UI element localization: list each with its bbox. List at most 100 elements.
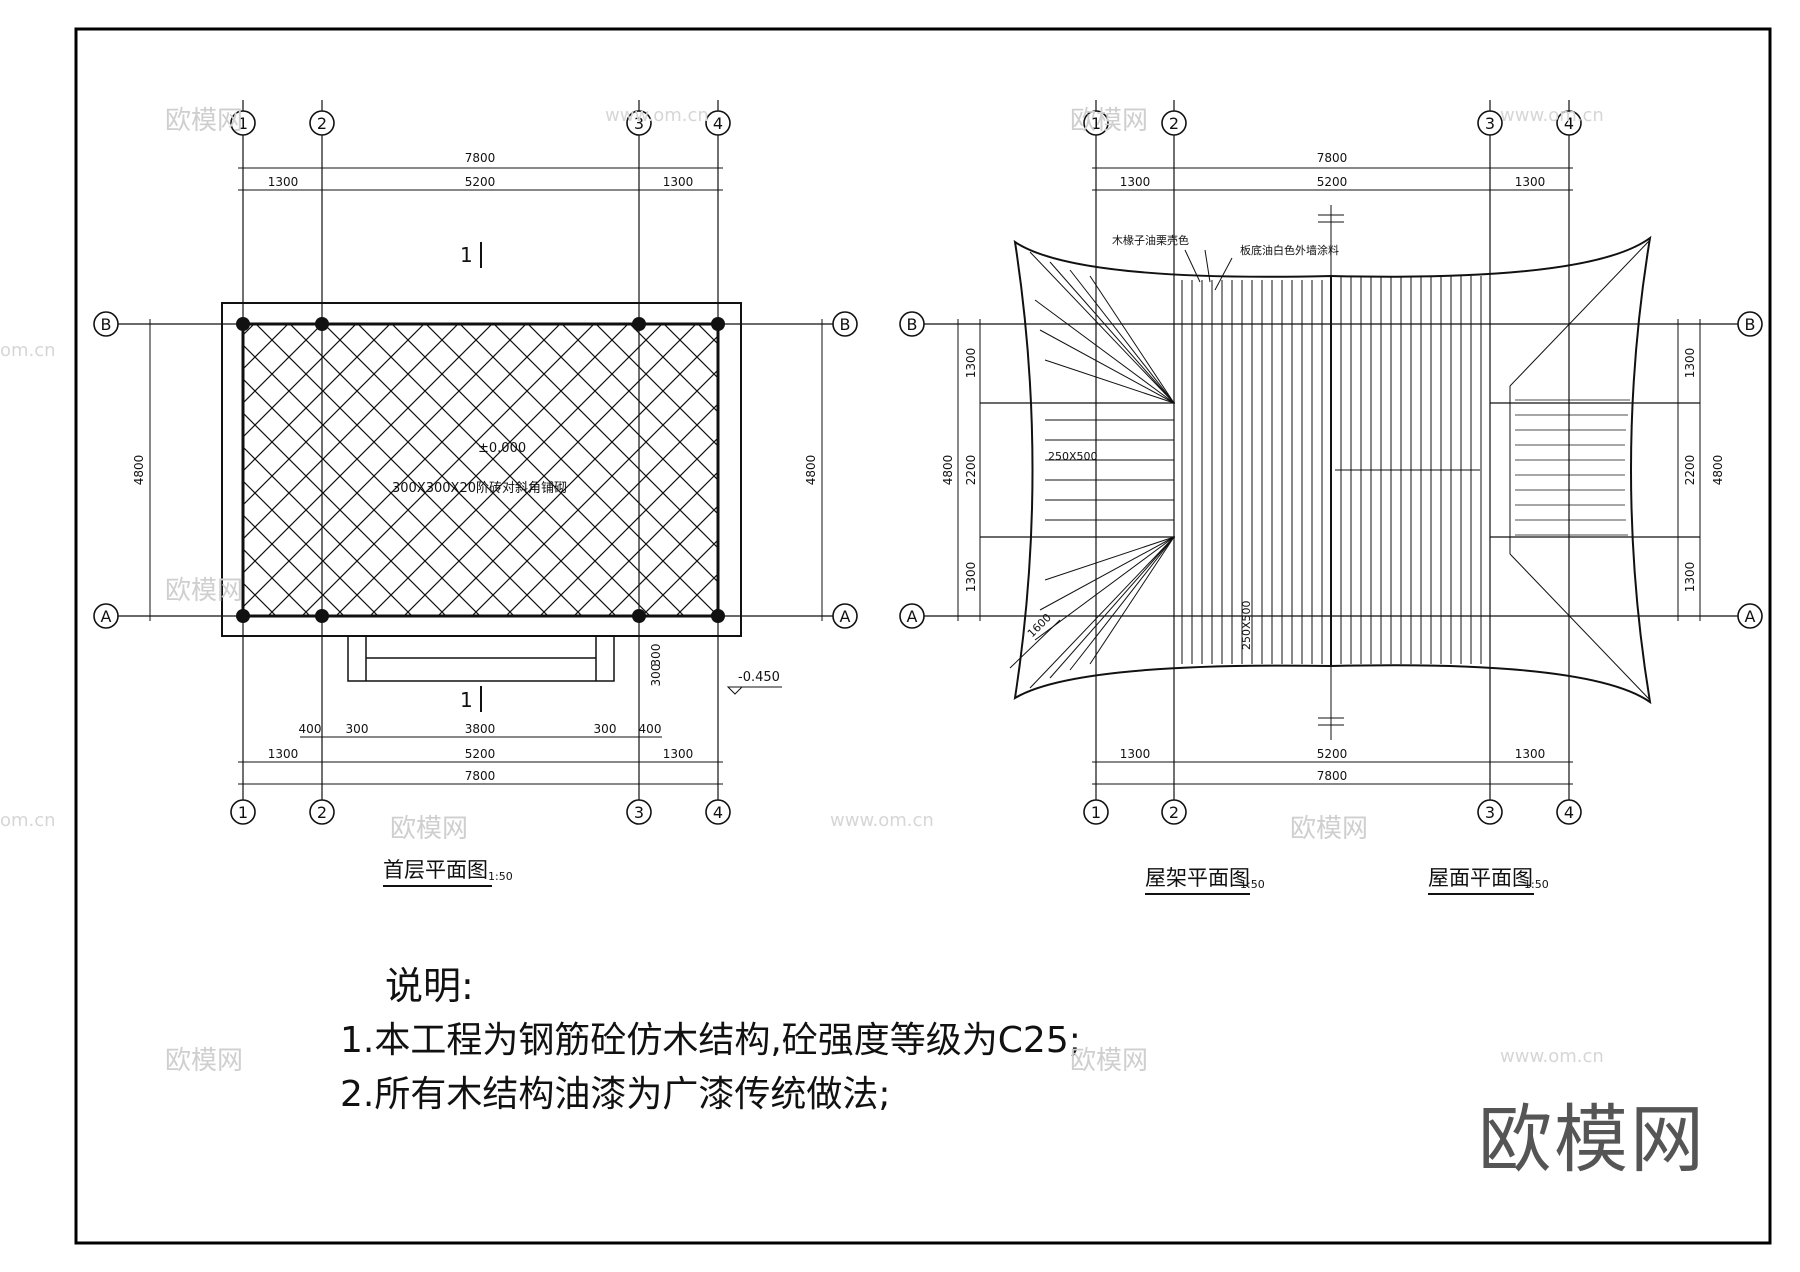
column [711,609,725,623]
hip-rafters [1009,239,1651,701]
dim-overall-bottom: 7800 [465,769,496,783]
axis-label: 1 [1091,114,1101,133]
roof-dim-mid: 5200 [1317,175,1348,189]
watermark-brand: 欧模网 [1070,106,1149,136]
watermark-site: www.om.cn [1500,105,1604,126]
roof-dim-depth-side: 1300 [1683,562,1697,593]
roof-dim-side: 1300 [1515,175,1546,189]
ground-level: -0.450 [738,670,780,685]
watermark-brand: 欧模网 [165,1046,244,1076]
beam-tag-top: 250X500 [1048,450,1098,463]
dim-side-top-right: 1300 [663,175,694,189]
notes-title: 说明: [385,964,474,1008]
roof-dim-overall-bottom: 7800 [1317,769,1348,783]
watermark-edge: om.cn [0,810,56,831]
rafter-note: 木椽子油栗壳色 [1112,233,1189,247]
axis-label: 2 [1169,114,1179,133]
column [236,317,250,331]
frame-plan-title: 屋架平面图 [1145,866,1250,890]
roof-dim-side: 1300 [1120,175,1151,189]
roof-axis-labels: 1 2 3 4 1 2 3 4 B A B A [907,114,1756,822]
brand-logo: 欧模网 [1478,1097,1706,1183]
dim-step-3800: 3800 [465,722,496,736]
sheet-border [74,27,1772,1245]
axis-label: 4 [713,803,723,822]
watermark-site: www.om.cn [1500,1046,1604,1067]
roof-plan-scale: 1:50 [1524,878,1549,891]
axis-label: A [907,607,918,626]
axis-label: 3 [634,114,644,133]
watermark-brand: 欧模网 [165,576,244,606]
dim-side-bottom-left: 1300 [268,747,299,761]
roof-dim-side: 1300 [1515,747,1546,761]
dim-step-300-right: 300 [594,722,617,736]
dim-side-bottom-right: 1300 [663,747,694,761]
board-note: 板底油白色外墙涂料 [1240,243,1339,257]
roof-plan-group: 7800 1300 5200 1300 1300 5200 1300 7800 … [899,100,1763,895]
roof-dim-depth: 4800 [941,455,955,486]
column [315,609,329,623]
dim-side-top-left: 1300 [268,175,299,189]
roof-dim-depth-mid: 2200 [964,455,978,486]
axis-label: 1 [238,803,248,822]
roof-dim-depth-side: 1300 [964,562,978,593]
column [315,317,329,331]
axis-label: A [101,607,112,626]
roof-plan-title: 屋面平面图 [1428,866,1533,890]
dim-step-400-right: 400 [639,722,662,736]
roof-hatch-right [1515,399,1630,536]
axis-label: 1 [238,114,248,133]
beam-tag-bottom: 250X500 [1240,600,1253,650]
roof-dim-overall-top: 7800 [1317,151,1348,165]
frame-plan-scale: 1:50 [1240,878,1265,891]
dim-depth-left: 4800 [132,455,146,486]
section-mark-top: 1 [460,243,473,267]
axis-label: B [1745,315,1756,334]
dim-step-rise: 300 [649,644,663,667]
roof-dim-depth-side: 1300 [964,348,978,379]
ground-plan-title: 首层平面图 [383,858,488,882]
roof-outline-right [1330,235,1652,705]
axis-labels: 1 2 3 4 1 2 3 4 B A B A [101,114,851,822]
column [632,317,646,331]
roof-dim-mid: 5200 [1317,747,1348,761]
dim-step-tread: 300 [649,664,663,687]
notes-line-1: 1.本工程为钢筋砼仿木结构,砼强度等级为C25; [340,1020,1081,1061]
axis-label: 1 [1091,803,1101,822]
axis-bubbles [93,110,858,825]
dim-mid-bottom: 5200 [465,747,496,761]
ground-annotations: ±0.000 300X300X20阶砖对斜角铺砌 -0.450 1 1 [392,243,780,712]
axis-label: 2 [317,114,327,133]
watermark-brand: 欧模网 [390,814,469,844]
ground-floor-plan: 7800 1300 5200 1300 1300 5200 1300 7800 … [93,100,858,887]
watermark-brand: 欧模网 [165,106,244,136]
roof-dim-depth-side: 1300 [1683,348,1697,379]
axis-label: 4 [1564,803,1574,822]
axis-label: 3 [1485,114,1495,133]
axis-label: B [101,315,112,334]
axis-label: A [1745,607,1756,626]
dim-1300-top-1: 7800 1300 5200 1300 1300 5200 1300 7800 … [132,151,818,783]
notes-line-2: 2.所有木结构油漆为广漆传统做法; [340,1074,891,1115]
column [711,317,725,331]
axis-label: 4 [1564,114,1574,133]
paving-hatch [241,322,720,618]
floor-finish: 300X300X20阶砖对斜角铺砌 [392,481,567,496]
roof-dim-side: 1300 [1120,747,1151,761]
dimension-lines [149,167,823,785]
watermark-site: www.om.cn [605,105,709,126]
roof-dim-depth: 4800 [1711,455,1725,486]
dim-step-400-left: 400 [299,722,322,736]
axis-label: B [907,315,918,334]
roof-axis-bubbles [899,110,1763,825]
axis-label: B [840,315,851,334]
level-marker [726,686,744,695]
axis-label: 2 [317,803,327,822]
axis-label: 2 [1169,803,1179,822]
roof-dim-text: 7800 1300 5200 1300 1300 5200 1300 7800 … [941,151,1725,783]
dim-depth-right: 4800 [804,455,818,486]
column [632,609,646,623]
axis-label: A [840,607,851,626]
watermark-site: www.om.cn [830,810,934,831]
